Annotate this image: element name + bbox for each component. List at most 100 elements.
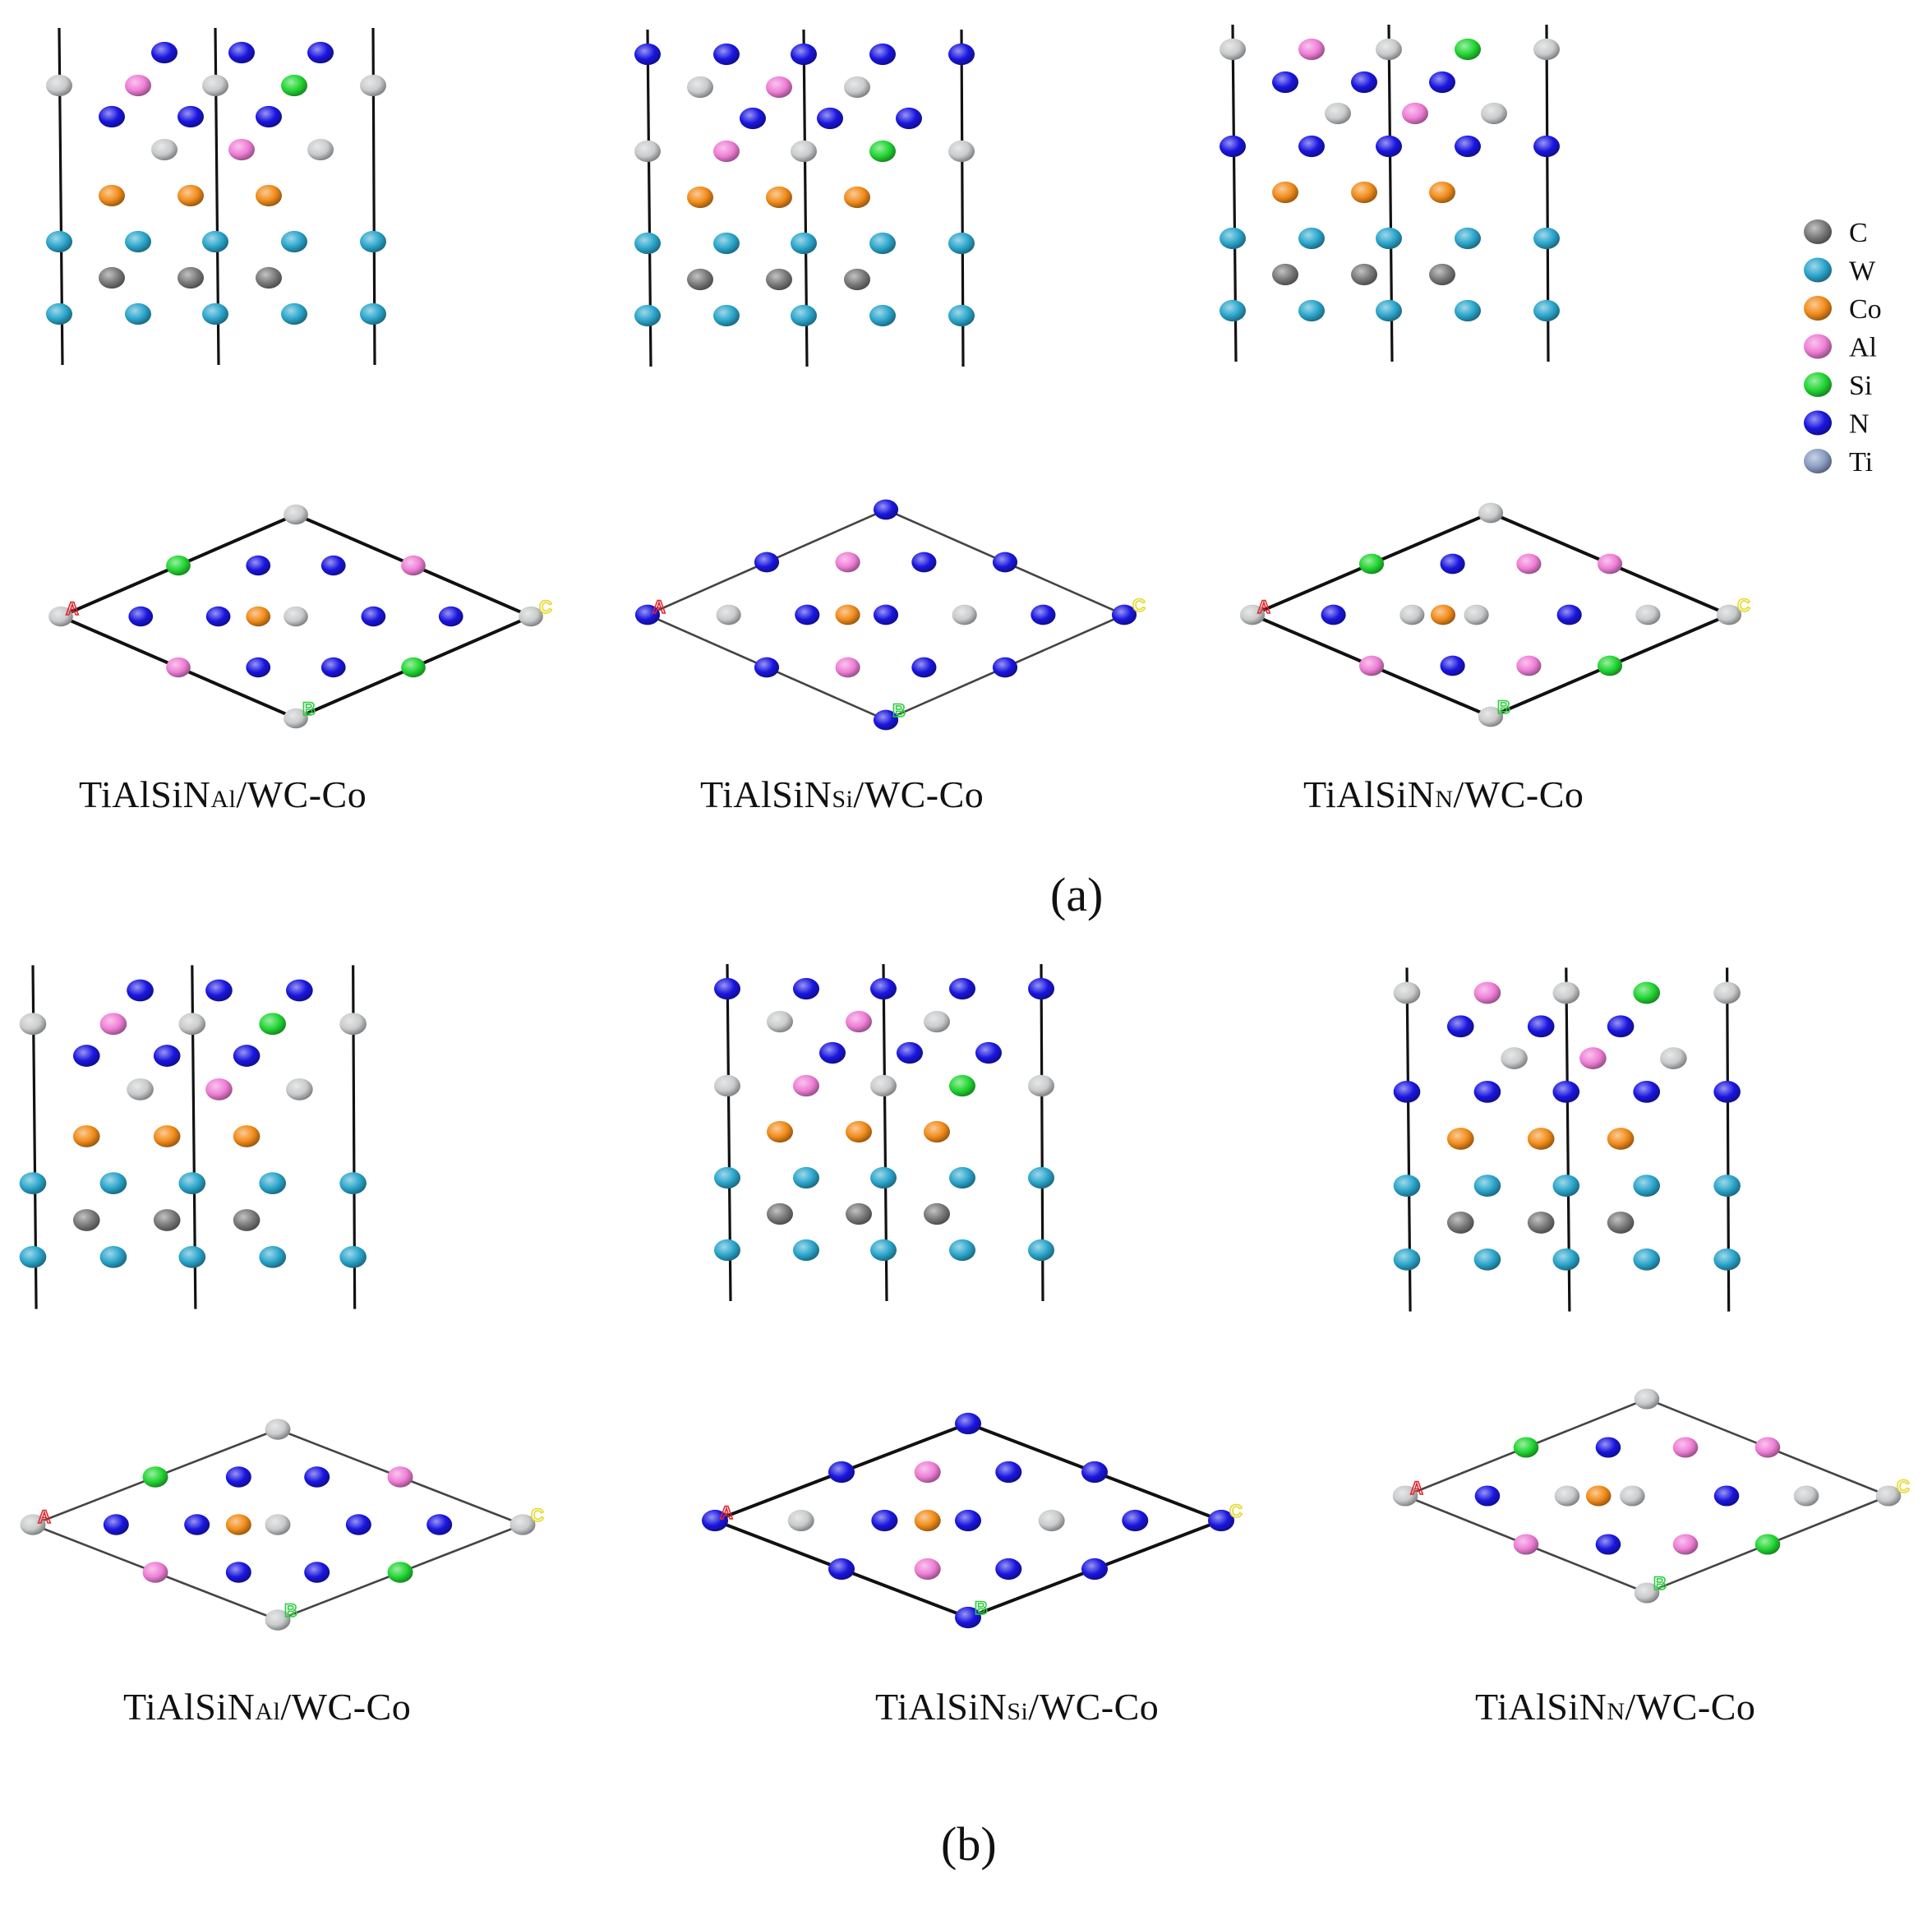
- atom-cobalt: [72, 1125, 100, 1147]
- atom-nitrogen: [1393, 1080, 1421, 1103]
- atom-ti-gray: [284, 606, 308, 627]
- atom-ti-gray: [1620, 1485, 1645, 1507]
- atom-tungsten: [46, 302, 72, 325]
- atom-cobalt: [225, 1514, 251, 1535]
- atom-cobalt: [1446, 1128, 1474, 1150]
- atom-carbon: [99, 266, 125, 289]
- atom-tungsten: [1220, 227, 1246, 250]
- atom-tungsten: [125, 230, 151, 253]
- atom-silicon: [949, 1074, 975, 1097]
- atom-aluminium: [914, 1461, 941, 1484]
- atom-nitrogen: [178, 105, 204, 128]
- atom-nitrogen: [184, 1514, 210, 1535]
- panel-label-a: (a): [1050, 868, 1104, 921]
- atom-silicon: [387, 1562, 413, 1583]
- atom-silicon: [259, 1013, 287, 1036]
- atom-cobalt: [99, 184, 125, 207]
- atom-nitrogen: [740, 107, 766, 130]
- atom-nitrogen: [1081, 1461, 1109, 1484]
- atom-nitrogen: [896, 107, 922, 130]
- atom-ti-gray: [1028, 1074, 1054, 1097]
- atom-nitrogen: [361, 606, 386, 627]
- side-view-N: [1220, 24, 1560, 362]
- atom-carbon: [846, 1202, 872, 1225]
- atom-nitrogen: [304, 1466, 330, 1488]
- atom-nitrogen: [127, 979, 154, 1002]
- atom-ti-gray: [519, 606, 543, 627]
- legend-label: Al: [1849, 333, 1877, 363]
- atom-nitrogen: [1207, 1509, 1235, 1532]
- atom-tungsten: [339, 1172, 367, 1194]
- atom-nitrogen: [151, 41, 178, 64]
- atom-nitrogen: [72, 1045, 100, 1067]
- atom-tungsten: [793, 1166, 819, 1189]
- atom-tungsten: [19, 1245, 47, 1268]
- legend-swatch: [1804, 449, 1832, 473]
- atom-tungsten: [634, 232, 661, 255]
- atom-nitrogen: [948, 43, 975, 66]
- atom-ti-gray: [151, 138, 178, 161]
- atom-cobalt: [256, 184, 282, 207]
- atom-nitrogen: [714, 977, 740, 1000]
- atom-tungsten: [1028, 1239, 1054, 1262]
- legend-swatch: [1804, 296, 1832, 321]
- atom-nitrogen: [320, 555, 346, 576]
- axis-marker-b: B: [284, 1600, 297, 1621]
- atom-carbon: [1272, 263, 1298, 286]
- legend-label: C: [1849, 218, 1868, 248]
- atom-tungsten: [949, 1166, 975, 1189]
- atom-silicon: [1754, 1534, 1781, 1555]
- atom-nitrogen: [427, 1514, 453, 1535]
- atom-nitrogen: [1081, 1558, 1109, 1581]
- atom-ti-gray: [1038, 1509, 1065, 1532]
- atom-ti-gray: [767, 1010, 793, 1033]
- axis-marker-c: C: [531, 1505, 544, 1525]
- atom-nitrogen: [1321, 604, 1346, 625]
- atom-aluminium: [914, 1558, 941, 1581]
- legend-label: Co: [1849, 294, 1882, 325]
- axis-marker-b: B: [302, 699, 316, 719]
- atom-nitrogen: [99, 105, 125, 128]
- atom-ti-gray: [265, 1419, 291, 1440]
- legend-swatch: [1804, 257, 1832, 283]
- atom-tungsten: [1393, 1248, 1421, 1271]
- atom-aluminium: [125, 74, 151, 97]
- atom-ti-gray: [844, 76, 870, 99]
- atom-aluminium: [1516, 553, 1542, 575]
- atom-tungsten: [202, 230, 228, 253]
- legend-label: N: [1849, 409, 1870, 440]
- atom-carbon: [924, 1202, 950, 1225]
- atom-nitrogen: [873, 709, 899, 731]
- atom-silicon: [281, 74, 307, 97]
- atom-nitrogen: [634, 604, 661, 625]
- atom-tungsten: [125, 302, 151, 325]
- atom-tungsten: [360, 302, 386, 325]
- atom-nitrogen: [205, 979, 233, 1002]
- atom-cobalt: [846, 1120, 872, 1143]
- atom-nitrogen: [873, 499, 899, 520]
- atom-carbon: [1607, 1211, 1635, 1234]
- atom-cobalt: [835, 604, 860, 625]
- atom-aluminium: [205, 1078, 233, 1101]
- atom-nitrogen: [1028, 977, 1054, 1000]
- atom-nitrogen: [1446, 1015, 1474, 1038]
- atom-nitrogen: [225, 1562, 251, 1583]
- atom-ti-gray: [1552, 981, 1580, 1004]
- atom-ti-gray: [510, 1514, 536, 1535]
- axis-marker-a: A: [1257, 597, 1270, 617]
- atom-tungsten: [1713, 1175, 1741, 1197]
- atom-aluminium: [1754, 1437, 1781, 1458]
- atom-ti-gray: [360, 74, 386, 97]
- atom-tungsten: [259, 1172, 287, 1194]
- atom-ti-gray: [265, 1514, 291, 1535]
- atom-cobalt: [246, 606, 271, 627]
- atom-tungsten: [1028, 1166, 1054, 1189]
- legend-item-al: Al: [1804, 333, 1877, 363]
- atom-nitrogen: [992, 551, 1018, 573]
- atom-nitrogen: [713, 43, 740, 66]
- atom-tungsten: [1298, 227, 1325, 250]
